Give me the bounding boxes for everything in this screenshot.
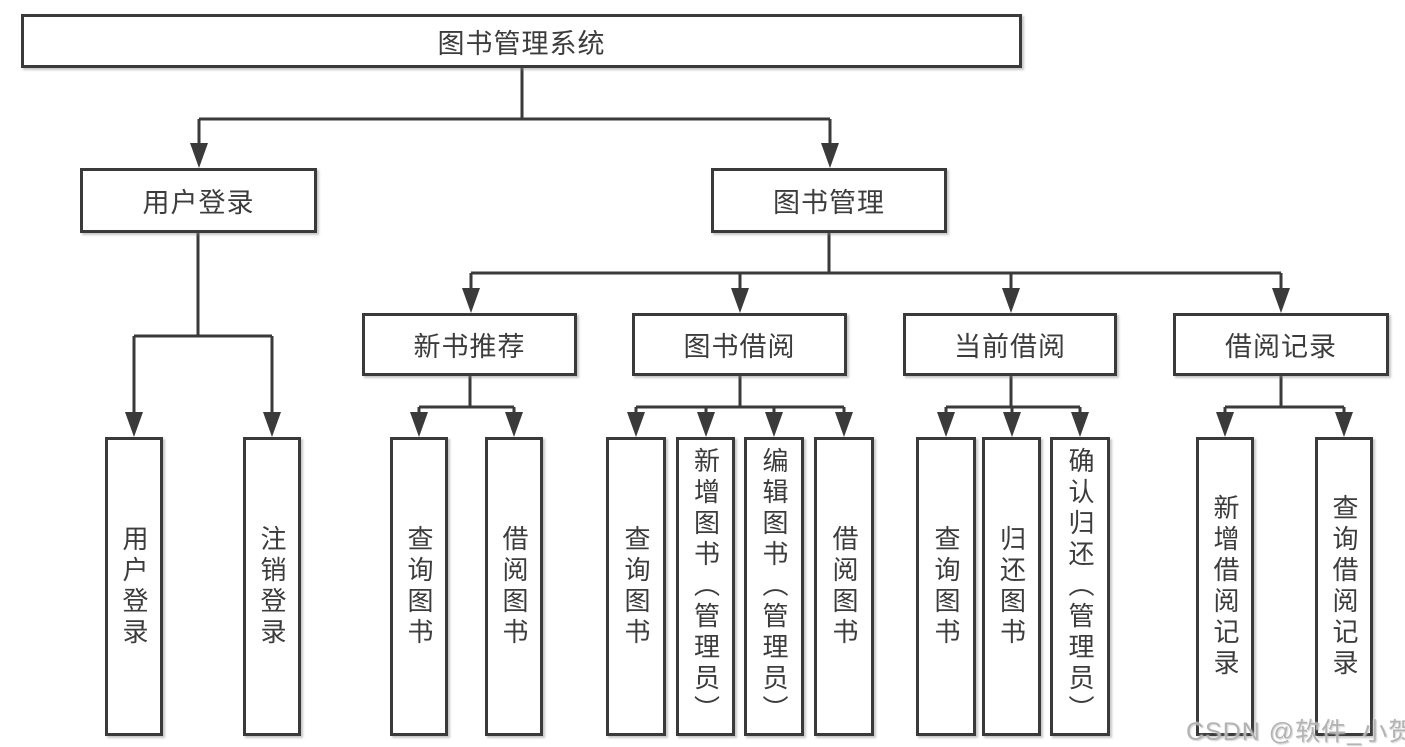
leaf-user-login: 用户登录	[105, 437, 163, 736]
node-label: 新书推荐	[413, 332, 526, 362]
csdn-watermark: CSDN @软件_小贺同学	[1186, 718, 1405, 746]
leaf-return-books: 归还图书	[982, 437, 1041, 736]
leaf-logout: 注销登录	[243, 437, 301, 736]
node-current-borrow: 当前借阅	[903, 313, 1117, 376]
leaf-edit-books-admin: 编辑图书（管理员）	[744, 437, 804, 736]
node-label: 当前借阅	[954, 332, 1066, 362]
node-book-borrow: 图书借阅	[632, 313, 847, 376]
node-user-login: 用户登录	[80, 168, 317, 233]
leaf-borrow-books: 借阅图书	[814, 437, 874, 736]
node-label: 图书管理系统	[437, 28, 606, 59]
node-book-management: 图书管理	[711, 168, 947, 233]
leaf-query-borrow-record: 查询借阅记录	[1315, 437, 1373, 736]
leaf-query-books-borrow: 查询图书	[606, 437, 666, 736]
leaf-add-books-admin: 新增图书（管理员）	[676, 437, 735, 736]
node-label: 图书借阅	[683, 332, 796, 362]
node-label: 图书管理	[773, 188, 885, 218]
leaf-confirm-return-admin: 确认归还（管理员）	[1050, 437, 1110, 736]
leaf-add-borrow-record: 新增借阅记录	[1196, 437, 1254, 736]
node-new-book-recommend: 新书推荐	[362, 313, 577, 376]
leaf-query-books-recommend: 查询图书	[390, 437, 448, 736]
node-library-management-system: 图书管理系统	[21, 14, 1022, 68]
node-borrow-records: 借阅记录	[1173, 313, 1389, 376]
node-label: 借阅记录	[1225, 332, 1337, 362]
leaf-borrow-books-recommend: 借阅图书	[485, 437, 543, 736]
node-label: 用户登录	[142, 188, 255, 218]
leaf-query-books-current: 查询图书	[916, 437, 976, 736]
